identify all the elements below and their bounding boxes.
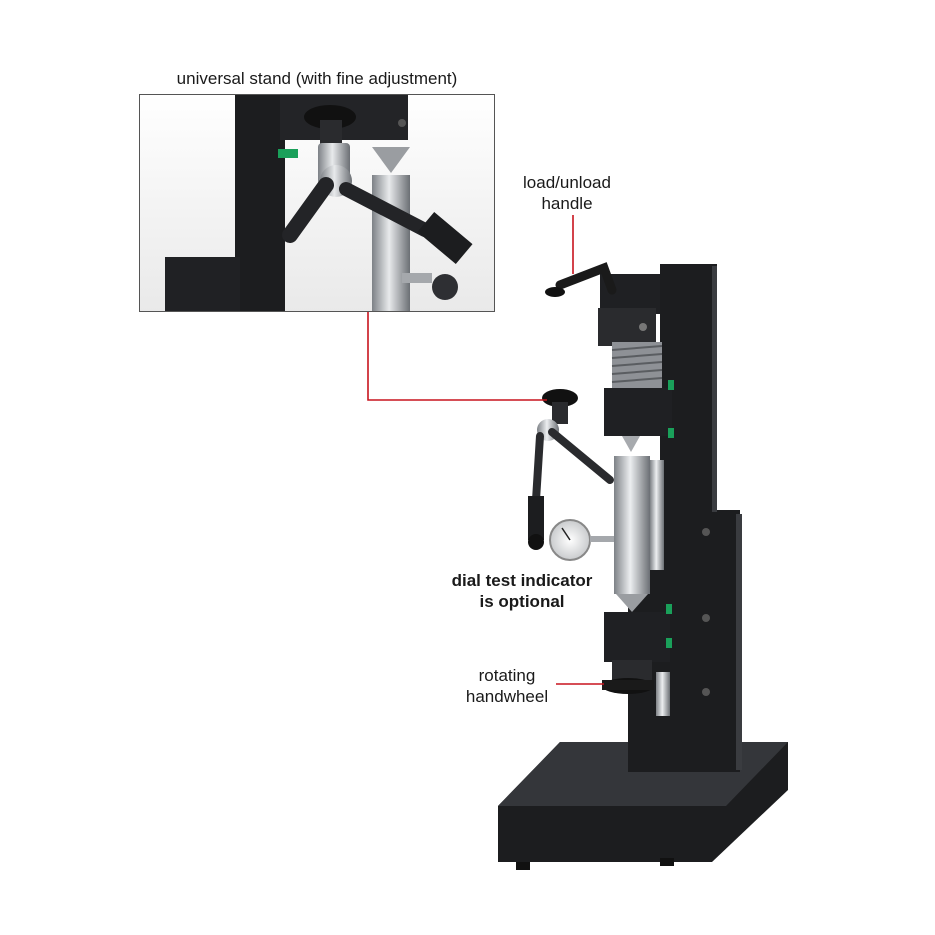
- label-dial-line1: dial test indicator: [451, 571, 593, 590]
- inset-column: [235, 95, 285, 311]
- callout-line-universal-stand: [367, 312, 547, 401]
- label-load-unload-handle: load/unload handle: [500, 172, 634, 214]
- upper-carriage: [604, 380, 674, 452]
- label-rotating-handwheel: rotating handwheel: [450, 665, 564, 707]
- inset-illustration: [140, 95, 494, 311]
- label-handwheel-line1: rotating: [478, 666, 536, 685]
- load-unload-handle: [545, 262, 660, 346]
- callout-lines: [367, 215, 604, 685]
- dial-test-indicator: [549, 519, 614, 561]
- universal-stand-arm: [528, 389, 614, 550]
- label-handwheel-line2: handwheel: [465, 687, 549, 706]
- rotating-handwheel: [602, 678, 654, 694]
- slide-rail: [650, 460, 664, 570]
- label-dial-test-indicator: dial test indicator is optional: [426, 570, 618, 612]
- label-load-unload-line1: load/unload: [523, 173, 611, 192]
- test-shaft: [614, 456, 650, 594]
- inset-title: universal stand (with fine adjustment): [176, 69, 458, 88]
- inset-green-marker: [278, 149, 298, 158]
- inset-steel-shaft: [372, 175, 410, 311]
- inset-image-universal-stand: [139, 94, 495, 312]
- label-load-unload-line2: handle: [541, 194, 593, 213]
- lead-screw: [611, 342, 663, 390]
- label-dial-line2: is optional: [479, 592, 565, 611]
